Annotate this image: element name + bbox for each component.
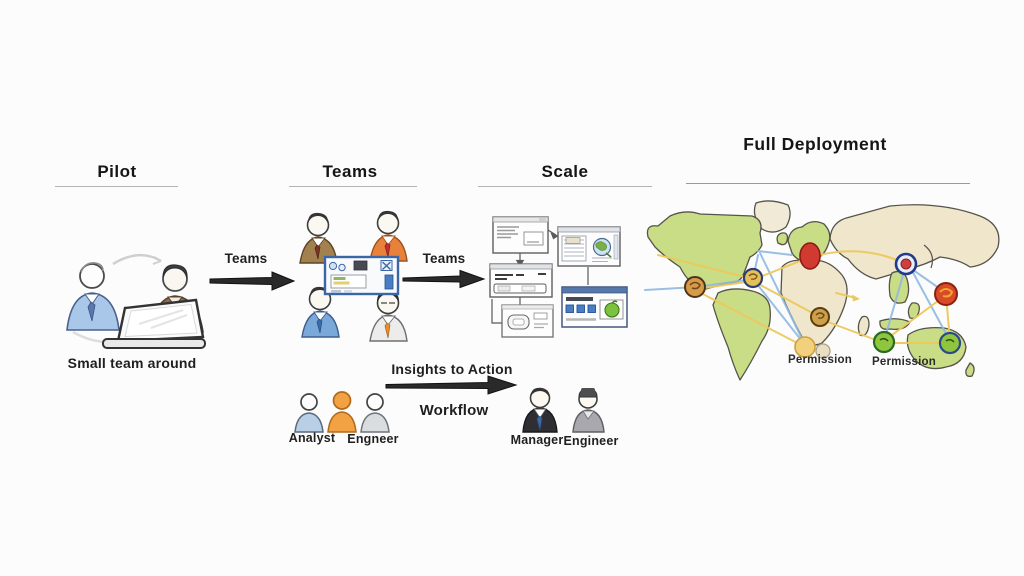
map-node-south-atlantic-2 [815, 343, 831, 359]
pilot-caption: Small team around [67, 355, 197, 371]
workflow-arrow-icon [385, 375, 518, 395]
uk [776, 232, 789, 246]
role-trio [294, 391, 390, 433]
engineer-person-icon [572, 388, 605, 433]
pilot-illustration [66, 254, 206, 349]
header-scale: Scale [541, 162, 589, 181]
window-icon-3 [489, 263, 553, 298]
team-person-white-icon [369, 290, 408, 342]
manager-person-icon [522, 387, 558, 433]
north-america [646, 211, 763, 291]
arrow-pilot-to-teams-icon [209, 271, 296, 291]
map-node-pacific [934, 282, 958, 306]
map-node-east-africa [810, 307, 830, 327]
dashboard-screen-icon [323, 255, 400, 296]
header-pilot-underline [55, 186, 178, 187]
map-node-central-america [684, 276, 706, 298]
analyst-person-icon [294, 393, 324, 433]
window-icon-5 [561, 286, 628, 328]
arrow-teams-to-scale-icon [402, 269, 486, 289]
map-node-southeast-asia [872, 330, 896, 354]
scale-cluster [489, 216, 628, 338]
arrow-teams-scale-label: Teams [422, 251, 466, 266]
new-zealand [965, 362, 975, 378]
workflow-label: Workflow [419, 402, 489, 419]
header-full-deployment: Full Deployment [743, 134, 887, 154]
orange-person-icon [327, 391, 357, 433]
header-teams: Teams [322, 162, 378, 181]
madagascar [857, 315, 870, 337]
continents [646, 200, 1000, 381]
engneer-label: Engneer [347, 432, 399, 446]
teams-cluster [299, 210, 408, 342]
team-person-brown-icon [299, 212, 338, 264]
scale-connectors [491, 229, 589, 324]
header-teams-underline [289, 186, 417, 187]
permission-label-2: Permission [872, 356, 936, 368]
manager-label: Manager [510, 433, 564, 447]
map-node-mid-atlantic [742, 267, 764, 289]
window-icon-2 [557, 226, 621, 267]
header-pilot: Pilot [97, 162, 137, 181]
japan-outline [923, 244, 934, 269]
engineer-person-icon [360, 393, 390, 433]
laptop-icon [102, 298, 206, 349]
header-scale-underline [478, 186, 652, 187]
map-node-east-asia [900, 258, 912, 270]
header-full-deployment-underline [686, 183, 970, 184]
africa [780, 259, 848, 346]
map-node-europe [799, 242, 821, 270]
map-nodes [684, 242, 962, 359]
map-node-south-atlantic [794, 336, 816, 358]
permission-label-1: Permission [788, 354, 852, 366]
manager-engineer-figures [522, 387, 605, 433]
analyst-label: Analyst [288, 431, 336, 445]
window-icon-4 [501, 304, 554, 338]
asia [829, 204, 1000, 280]
south-america [712, 288, 771, 381]
world-map [644, 200, 1000, 381]
insights-to-action-label: Insights to Action [391, 361, 513, 377]
window-icon-1 [492, 216, 549, 254]
engineer-label: Engineer [563, 434, 619, 448]
team-person-orange-icon [369, 210, 408, 262]
pilot-person-blue-icon [66, 262, 120, 331]
network-links [644, 250, 951, 348]
arrow-pilot-teams-label: Teams [224, 251, 268, 266]
map-node-australia-east [938, 331, 962, 355]
